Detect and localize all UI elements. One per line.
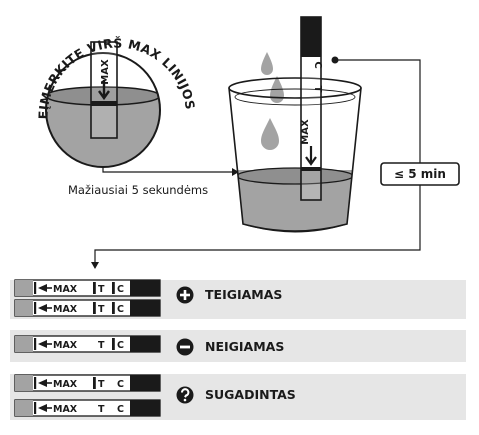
result-strip: MAX T C bbox=[14, 399, 161, 417]
result-max-label: MAX bbox=[53, 284, 78, 295]
max-line bbox=[34, 338, 37, 350]
time-label: ≤ 5 min bbox=[394, 167, 446, 181]
max-line bbox=[34, 402, 37, 414]
timer-route-arrow bbox=[91, 59, 421, 269]
control-line bbox=[112, 302, 115, 314]
magnified-view: MAX NEĮMERKITE VIRŠ MAX LINIJOS! bbox=[0, 0, 198, 168]
result-control-label: C bbox=[117, 404, 124, 415]
result-strip: MAX T C bbox=[14, 374, 161, 392]
time-box bbox=[380, 162, 460, 186]
down-arrow-icon bbox=[305, 146, 317, 166]
left-arrow-icon bbox=[38, 404, 47, 412]
result-max-label: MAX bbox=[53, 340, 78, 351]
result-strip: MAX T C bbox=[14, 279, 161, 297]
dipped-test-strip: C T MAX bbox=[300, 16, 323, 201]
left-arrow-icon bbox=[38, 379, 47, 387]
result-test-label: T bbox=[98, 340, 105, 351]
result-test-label: T bbox=[98, 284, 105, 295]
result-row: MAX T C MAX T C TEIGIAMAS bbox=[10, 279, 466, 319]
result-max-label: MAX bbox=[53, 404, 78, 415]
magnified-strip: MAX bbox=[90, 41, 118, 139]
result-control-label: C bbox=[117, 379, 124, 390]
left-arrow-icon bbox=[38, 340, 47, 348]
test-line bbox=[93, 302, 96, 314]
result-max-label: MAX bbox=[53, 379, 78, 390]
control-line bbox=[112, 338, 115, 350]
result-label: SUGADINTAS bbox=[205, 387, 296, 402]
max-line bbox=[301, 167, 321, 171]
question-circle-icon bbox=[176, 386, 194, 404]
plus-circle-icon bbox=[176, 286, 194, 304]
result-test-label: T bbox=[98, 304, 105, 315]
test-line bbox=[93, 282, 96, 294]
max-line bbox=[34, 282, 37, 294]
result-control-label: C bbox=[117, 304, 124, 315]
minus-circle-icon bbox=[176, 338, 194, 356]
strip-control-label: C bbox=[312, 61, 323, 68]
drop-icon bbox=[261, 118, 279, 150]
result-strip: MAX T C bbox=[14, 335, 161, 353]
result-row: MAX T C NEIGIAMAS bbox=[10, 330, 466, 362]
connector-arrow bbox=[102, 167, 239, 176]
left-arrow-icon bbox=[38, 304, 47, 312]
strip-test-label: T bbox=[312, 86, 323, 93]
test-line bbox=[93, 377, 96, 389]
result-control-label: C bbox=[117, 340, 124, 351]
result-label: TEIGIAMAS bbox=[205, 287, 282, 302]
result-row: MAX T C MAX T C SUGADINTAS bbox=[10, 374, 466, 420]
drop-icon bbox=[261, 52, 273, 75]
max-line bbox=[34, 377, 37, 389]
max-line bbox=[34, 302, 37, 314]
control-line bbox=[112, 282, 115, 294]
result-strip: MAX T C bbox=[14, 299, 161, 317]
result-test-label: T bbox=[98, 404, 105, 415]
result-label: NEIGIAMAS bbox=[205, 339, 284, 354]
magnified-max-label: MAX bbox=[100, 59, 111, 85]
down-arrow-icon bbox=[98, 80, 110, 101]
left-arrow-icon bbox=[38, 284, 47, 292]
result-control-label: C bbox=[117, 284, 124, 295]
strip-handle bbox=[301, 17, 321, 57]
result-test-label: T bbox=[98, 379, 105, 390]
max-line bbox=[91, 101, 117, 106]
min-time-caption: Mažiausiai 5 sekundėms bbox=[68, 183, 208, 197]
strip-max-label: MAX bbox=[300, 119, 311, 145]
result-max-label: MAX bbox=[53, 304, 78, 315]
drops bbox=[261, 52, 284, 150]
cup bbox=[228, 77, 362, 233]
